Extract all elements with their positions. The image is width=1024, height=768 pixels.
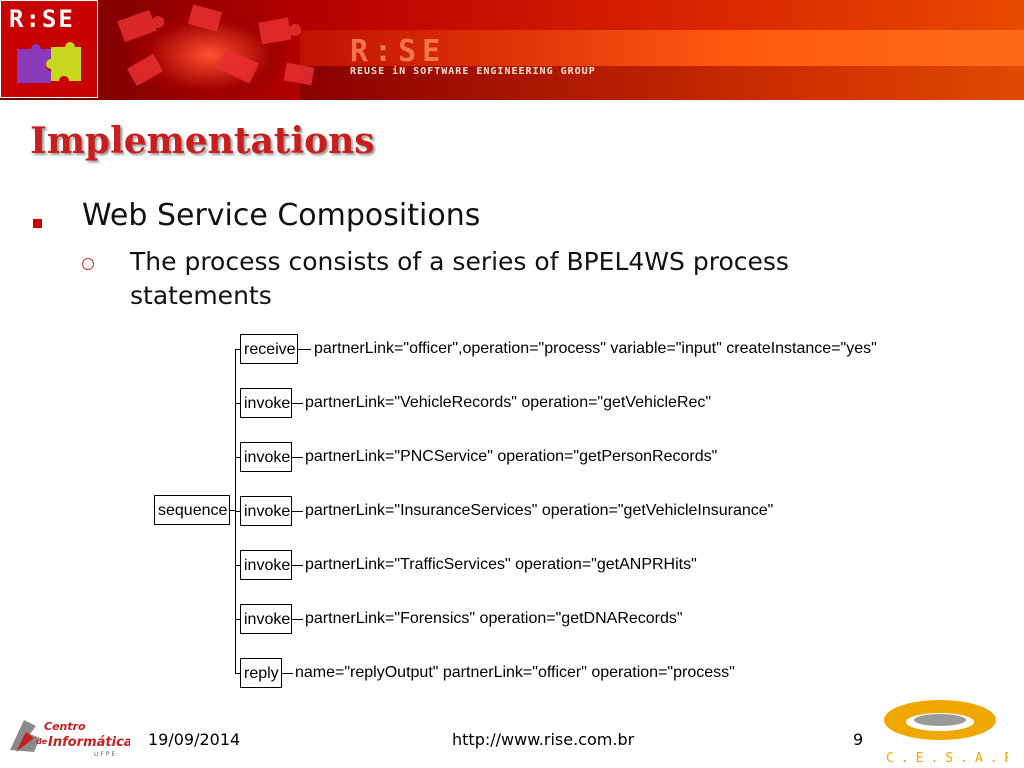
connector-attr — [291, 403, 303, 404]
cin-text-2: de — [36, 737, 48, 746]
connector-branch — [235, 565, 241, 566]
bullet-text-level1: Web Service Compositions — [82, 198, 481, 233]
diagram-node-attrs: partnerLink="officer",operation="process… — [314, 340, 877, 357]
banner-strip — [300, 30, 1024, 66]
logo-text: R:SE — [9, 5, 75, 33]
cesar-logo: C.E.S.A.R — [884, 700, 1008, 766]
rise-logo: R:SE — [0, 0, 98, 98]
circle-bullet-icon — [82, 258, 94, 270]
cin-text-4: UFPE — [94, 751, 117, 758]
diagram-node-attrs: partnerLink="InsuranceServices" operatio… — [305, 502, 774, 519]
bpel-sequence-diagram: sequence receive partnerLink="officer",o… — [150, 330, 910, 690]
connector-attr — [297, 349, 311, 350]
diagram-node-box: invoke — [240, 442, 292, 472]
diagram-node-box: invoke — [240, 550, 292, 580]
footer-page-number: 9 — [853, 730, 864, 749]
connector-branch — [235, 511, 241, 512]
connector-branch — [235, 349, 241, 350]
banner-title: R:SE — [350, 34, 447, 69]
connector-attr — [291, 457, 303, 458]
connector-attr — [281, 673, 293, 674]
bullet-text-level2: The process consists of a series of BPEL… — [130, 247, 789, 310]
banner-subtitle: REUSE iN SOFTWARE ENGINEERING GROUP — [350, 66, 596, 77]
connector-branch — [235, 403, 241, 404]
connector-attr — [291, 565, 303, 566]
diagram-node-attrs: partnerLink="VehicleRecords" operation="… — [305, 394, 712, 411]
diagram-root-box: sequence — [154, 495, 230, 525]
cin-text-1: Centro — [44, 720, 86, 733]
connector-attr — [291, 619, 303, 620]
connector-branch — [235, 673, 241, 674]
diagram-node-attrs: name="replyOutput" partnerLink="officer"… — [295, 664, 735, 681]
diagram-node-box: receive — [240, 334, 298, 364]
connector-branch — [235, 619, 241, 620]
footer-date: 19/09/2014 — [148, 730, 241, 749]
connector-branch — [235, 457, 241, 458]
banner-strip-lower — [300, 66, 1024, 100]
diagram-node-box: invoke — [240, 604, 292, 634]
diagram-node-attrs: partnerLink="PNCService" operation="getP… — [305, 448, 718, 465]
diagram-node-box: invoke — [240, 496, 292, 526]
diagram-node-attrs: partnerLink="Forensics" operation="getDN… — [305, 610, 683, 627]
header-banner: R:SE R:SE REUSE iN SOFTWARE ENGINEERING … — [0, 0, 1024, 100]
footer-url: http://www.rise.com.br — [452, 730, 635, 749]
connector-attr — [291, 511, 303, 512]
diagram-node-attrs: partnerLink="TrafficServices" operation=… — [305, 556, 697, 573]
diagram-node-box: reply — [240, 658, 282, 688]
centro-de-informatica-logo: Centro de Informática UFPE — [10, 720, 130, 758]
cin-text-3: Informática — [48, 735, 130, 750]
connector-root — [229, 510, 236, 511]
diagram-node-box: invoke — [240, 388, 292, 418]
puzzle-logo-icon — [17, 42, 81, 83]
square-bullet-icon — [33, 219, 42, 228]
cesar-text: C.E.S.A.R — [886, 751, 1008, 766]
slide-title: Implementations — [30, 120, 375, 162]
puzzle-pieces-icon — [117, 4, 315, 87]
